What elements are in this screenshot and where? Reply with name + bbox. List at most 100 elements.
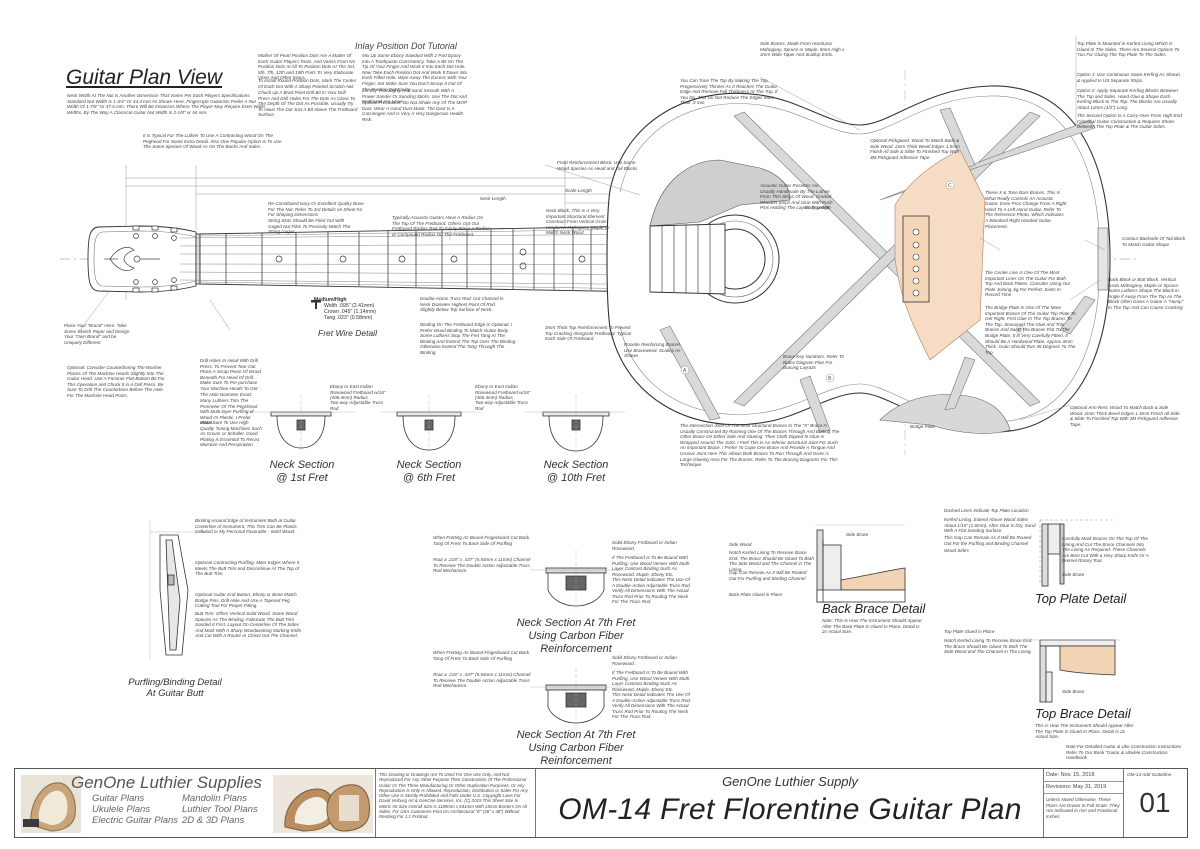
inlay-tutorial-title: Inlay Position Dot Tutorial	[355, 41, 457, 51]
sheet-name: OM-14 Add Guitarline	[1127, 772, 1172, 777]
carbon-rout-note-2: Rout a .218" x .437" (5.54mm x 11mm) Cha…	[433, 672, 531, 689]
fret-wire-spec: Medium/High Width .095" (2.41mm) Crown .…	[314, 297, 376, 321]
svg-text:C: C	[948, 183, 952, 189]
product-luthier-tool-plans: Luthier Tool Plans	[182, 804, 258, 815]
drill-holes-note: Drill Holes In Head With Drill Press. To…	[200, 358, 261, 397]
side-braces-note: Side Braces. Made From Honduras Mahogany…	[760, 41, 845, 58]
product-list-right: Mandolin Plans Luthier Tool Plans 2D & 3…	[182, 793, 258, 826]
brace-key-note: Brace Key Numbers. Refer To Brace Diagra…	[783, 354, 845, 371]
tuning-machines-note: Make Sure To Use High Quality Tuning Mac…	[200, 420, 262, 448]
purfling-binding-drawing	[149, 520, 205, 660]
top-bracing-note: These X & Tone Bars Braces. This Is What…	[985, 190, 1067, 229]
neck-section-6-line2: @ 6th Fret	[402, 472, 456, 484]
carbon-section-2-line1: Neck Section At 7th Fret	[516, 729, 636, 741]
carbon-trussrod-note-1: This Neck Detail Indicates The Use Of A …	[612, 577, 691, 605]
product-2d-3d-plans: 2D & 3D Plans	[182, 815, 245, 826]
carbon-section-1	[530, 550, 625, 612]
carbon-section-1-label: Neck Section At 7th Fret Using Carbon Fi…	[516, 617, 636, 656]
fret-wire-tang: Tang .023" (0.58mm)	[324, 315, 373, 321]
mark-braces-note: Carefully Mark Braces On The Top Of The …	[1062, 536, 1149, 564]
butt-trim-note: Butt Trim: Offers Vertical Solid Wood, S…	[195, 611, 302, 639]
bridge-pins	[912, 228, 920, 297]
back-gap-note: Gap Can Remain As It Will Be Routed Out …	[729, 570, 807, 581]
carbon-section-2	[530, 668, 625, 730]
corner-note: Note For Detailed Guitar & Uke Construct…	[1066, 744, 1182, 761]
top-brace-drawing	[1030, 639, 1120, 703]
neck-length-label: Neck Length	[480, 196, 506, 201]
rosette-strips-note: Acoustic Guitar Rosettes Are Usually Han…	[760, 183, 833, 211]
back-brace-drawing	[815, 524, 906, 603]
fretboard-radius-note: Typically Acoustic Guitars Have A Radius…	[392, 215, 490, 237]
top-gap-note: This Gap Can Remain As It Will Be Routed…	[944, 535, 1032, 546]
neck-section-1-line2: @ 1st Fret	[276, 472, 328, 484]
option-1-note: Option 1: Use Continuous Sawn Kerfing As…	[1077, 72, 1180, 83]
peghead-brand-note: Place Your "Brand" Here. Take Some Sketc…	[64, 323, 130, 345]
neck-section-1-line1: Neck Section	[269, 459, 335, 471]
ebony-fretboard-2: Ebony or East Indian Rosewood Fretboard …	[475, 384, 531, 401]
chuck-drill-note: Chuck Up A Brad Point Drill Bit In Your …	[258, 90, 358, 118]
top-brace-detail-title: Top Brace Detail	[1035, 706, 1131, 721]
carbon-section-2-line3: Reinforcement	[540, 755, 612, 767]
back-brace-detail-title: Back Brace Detail	[822, 601, 926, 616]
armrest-note: Optional Arm Rest. Wood To Match Back & …	[1070, 405, 1180, 427]
carbon-purfling-note-1: If The Fretboard Is To Be Bound With Pur…	[612, 555, 691, 577]
top-plate-detail-title: Top Plate Detail	[1035, 591, 1127, 606]
carbon-purfling-note-2: If The Fretboard Is To Be Bound With Pur…	[612, 670, 691, 692]
plan-date: Date: Nov. 15, 2018	[1046, 772, 1095, 778]
top-side-brace-label: Side Brace	[1062, 572, 1085, 577]
wood-sides-label: Wood Sides	[944, 548, 969, 553]
product-electric-plans: Electric Guitar Plans	[92, 815, 179, 826]
svg-text:D: D	[1018, 328, 1022, 334]
back-brace-note: Note: This Is How The Instrument Should …	[822, 618, 922, 635]
product-guitar-plans: Guitar Plans	[92, 793, 145, 804]
armrest	[879, 394, 1011, 434]
neck-section-1st	[245, 395, 355, 450]
bridge-plate-note: The Bridge Plate Is One Of The More Impo…	[985, 305, 1076, 355]
plan-revisions: Revisions: May 31, 2019	[1046, 784, 1107, 790]
neck-section-10-line2: @ 10th Fret	[546, 472, 606, 484]
svg-text:B: B	[828, 376, 832, 382]
carbon-reinforcement-note: 3mm Thick Top Reinforcement To Prevent T…	[545, 325, 632, 342]
sand-note: Let Dry Thoroughly And Sand Smooth With …	[362, 88, 467, 105]
carbon-section-1-line3: Reinforcement	[540, 643, 612, 655]
option-2-note: Option 2: Apply Separate Kerfing Blocks …	[1077, 88, 1178, 110]
binding-note: Binding Around Edge of Instrument Both a…	[195, 518, 299, 535]
back-side-wood-label: Side Wood	[729, 542, 752, 547]
scale-length-label: Scale Length	[565, 188, 592, 193]
dashed-lines-note: Dashed Lines Indicate Top Plate Location	[944, 508, 1029, 513]
neck-section-6th-label: Neck Section @ 6th Fret	[391, 459, 467, 485]
top-brace-note: This Is How The Instrument Should Appear…	[1035, 723, 1134, 740]
install-dots-note: To Install Round Position Dots, Mark The…	[258, 78, 357, 89]
option-3-note: The Second Option Is A Carry-Over From H…	[1077, 113, 1182, 130]
back-plate-label: Back Plate Glued in Place	[729, 592, 783, 597]
carbon-ebony-note-1: Solid Ebony Fretboard or Indian Rosewood…	[612, 540, 677, 551]
neck-width-note: Neck Width At The Nut Is Another Dimensi…	[67, 93, 266, 115]
fret-wire-width: Width .095" (2.41mm)	[324, 303, 375, 309]
company-name: GenOne Luthier Supplies	[71, 773, 262, 792]
guitar-mold-photo	[21, 775, 81, 833]
neck-block-note: Neck Block. This Is A Very Important Str…	[546, 208, 610, 236]
binding-fretboard-note: Binding On The Fretboard Edge Is Optiona…	[420, 322, 517, 355]
neck-section-10-line1: Neck Section	[543, 459, 609, 471]
contour-note: Contour Backside Of Tail Block To Match …	[1122, 236, 1186, 247]
neck-section-10th	[525, 395, 625, 453]
purfling-note: Optional Contrasting Purfling. Miter Edg…	[195, 560, 300, 577]
dates-divider	[1043, 769, 1124, 837]
x-brace-note: The Intersection Joint Of The Most Struc…	[680, 423, 840, 468]
mop-warning-note: Special Precaution: Do Not Inhale Any Of…	[362, 100, 467, 122]
back-side-brace-label: Side Brace	[846, 532, 869, 537]
pickguard	[649, 159, 791, 227]
trussrod-note: Double Action Truss Rod: Cut Channel in …	[420, 296, 504, 313]
carbon-fretting-note-1: When Fretting An Bound Fingerboard Cut B…	[433, 535, 530, 546]
string-slots-note: String Slots Should Be Filed Out With Ga…	[268, 218, 351, 235]
body-length-label: Body Length	[805, 205, 831, 210]
bridge-plate-label: Bridge Plate	[910, 424, 936, 429]
back-block-note: Back Block or Butt Block. Vertical Grain…	[1108, 277, 1184, 310]
tune-top-note: You Can Tune The Top By Making The Top P…	[680, 78, 778, 106]
purfling-head-note: Many Luthiers Trim The Perimeter Of The …	[200, 398, 258, 426]
nut	[195, 233, 201, 285]
carbon-ebony-note-2: Solid Ebony Fretboard or Indian Rosewood…	[612, 655, 677, 666]
contrasting-wood-note: It Is Typical For The Luthier To Use A C…	[143, 133, 282, 150]
headstock-ornament	[104, 247, 160, 271]
carbon-rout-note-1: Rout a .218" x .437" (5.54mm x 11mm) Cha…	[433, 557, 531, 574]
